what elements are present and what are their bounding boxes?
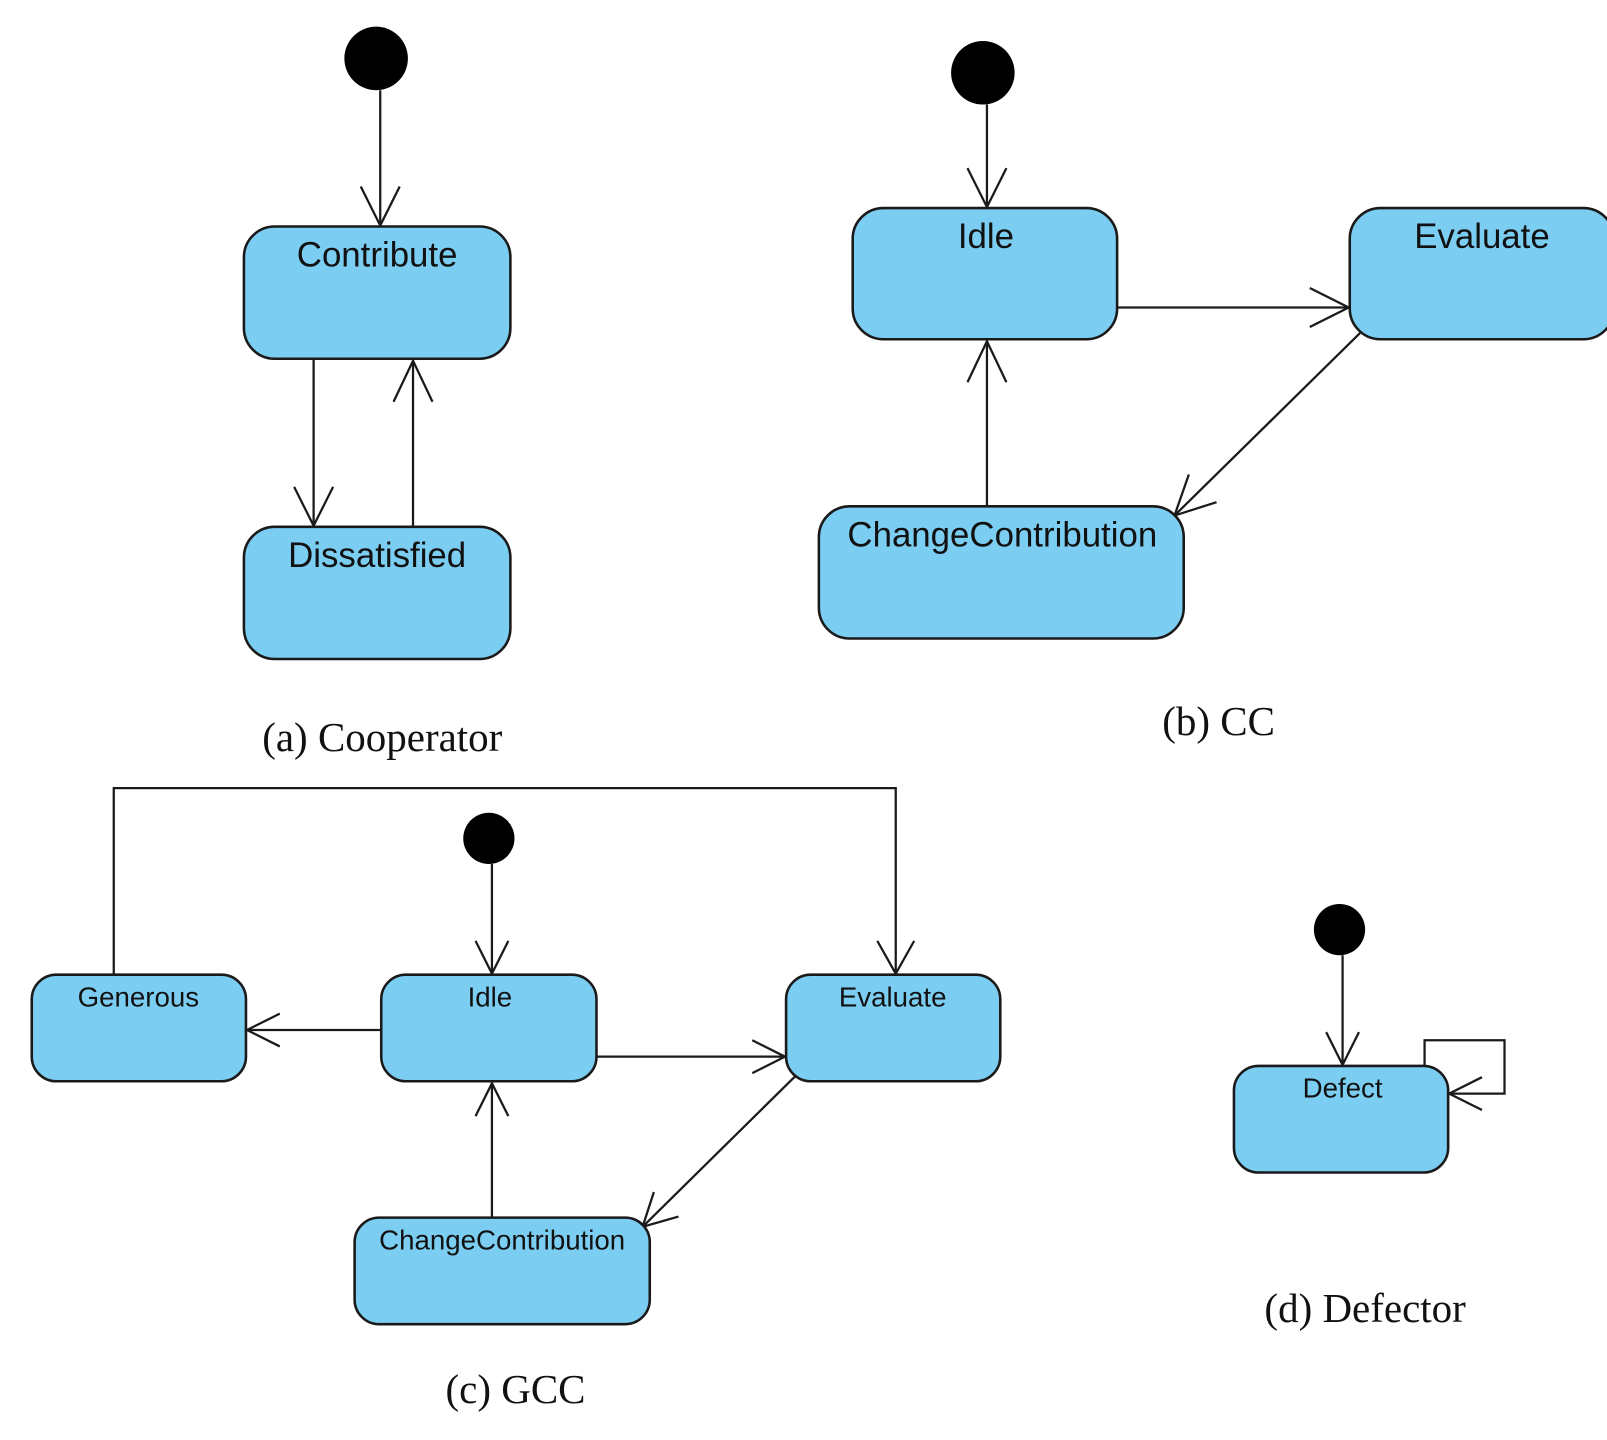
initial-node xyxy=(344,26,408,91)
state-defect: Defect xyxy=(1232,1064,1450,1174)
state-idle: Idle xyxy=(851,206,1119,341)
edge-evaluate-to-changecontribution xyxy=(640,1075,797,1229)
edge-idle-to-evaluate xyxy=(1117,286,1352,328)
state-changecontribution: ChangeContribution xyxy=(353,1216,652,1326)
diagram-defector: Defect (d) Defector xyxy=(1232,903,1506,1331)
state-label: Evaluate xyxy=(839,981,947,1012)
state-label: ChangeContribution xyxy=(847,515,1157,554)
state-label: ChangeContribution xyxy=(379,1224,625,1255)
caption: (d) Defector xyxy=(1264,1285,1466,1331)
state-idle: Idle xyxy=(379,973,598,1083)
edge-changecontribution-to-idle xyxy=(966,338,1008,506)
state-label: Dissatisfied xyxy=(288,536,466,575)
edge-defect-self-loop xyxy=(1423,1039,1506,1111)
edge-changecontribution-to-idle xyxy=(474,1080,510,1217)
edge-generous-to-evaluate xyxy=(112,787,916,976)
caption: (c) GCC xyxy=(446,1366,586,1412)
state-label: Generous xyxy=(78,981,199,1012)
initial-node xyxy=(1313,903,1366,956)
edge-initial-to-defect xyxy=(1325,955,1360,1068)
edge-contribute-to-dissatisfied xyxy=(293,358,335,529)
state-changecontribution: ChangeContribution xyxy=(817,505,1186,640)
diagram-cc: Idle Evaluate ChangeContribution (b) CC xyxy=(817,40,1607,744)
edge-initial-to-contribute xyxy=(359,90,401,229)
edge-idle-to-generous xyxy=(244,1012,382,1048)
diagram-cooperator: Contribute Dissatisfied (a) Cooperator xyxy=(242,26,512,760)
state-contribute: Contribute xyxy=(242,225,512,360)
state-generous: Generous xyxy=(30,973,248,1083)
edge-initial-to-idle xyxy=(966,104,1008,210)
caption: (b) CC xyxy=(1162,698,1275,744)
state-label: Evaluate xyxy=(1414,217,1550,256)
state-label: Idle xyxy=(468,981,513,1012)
initial-node xyxy=(951,40,1015,105)
diagram-gcc: Generous Idle Evaluate ChangeContri xyxy=(30,787,1002,1412)
edge-initial-to-idle xyxy=(474,864,510,977)
state-label: Defect xyxy=(1303,1073,1383,1104)
state-label: Idle xyxy=(958,217,1014,256)
edge-idle-to-evaluate xyxy=(596,1039,788,1075)
state-dissatisfied: Dissatisfied xyxy=(242,525,512,661)
edge-dissatisfied-to-contribute xyxy=(392,358,434,526)
state-evaluate: Evaluate xyxy=(1348,206,1607,341)
edge-evaluate-to-changecontribution xyxy=(1172,332,1361,518)
caption: (a) Cooperator xyxy=(262,714,502,760)
state-evaluate: Evaluate xyxy=(784,973,1002,1083)
initial-node xyxy=(463,812,515,864)
state-label: Contribute xyxy=(297,235,458,274)
